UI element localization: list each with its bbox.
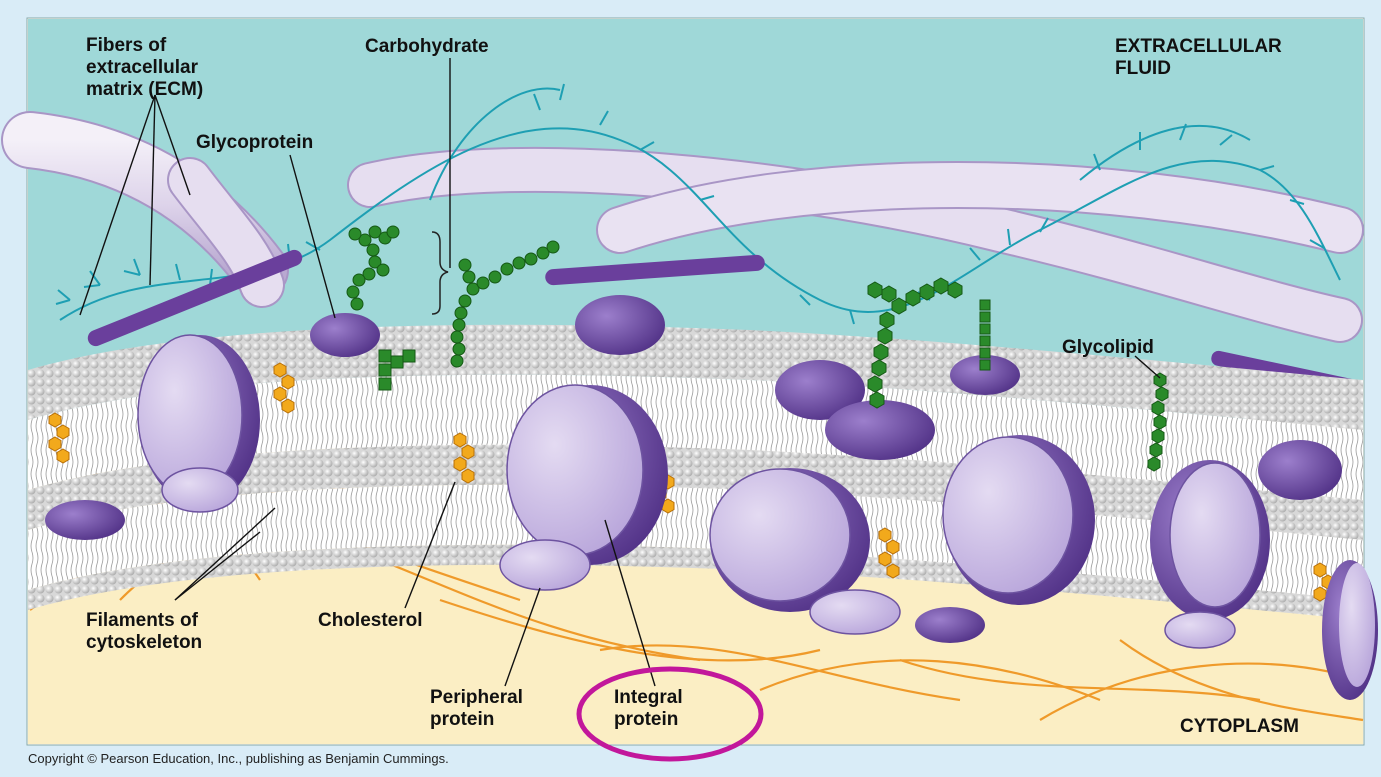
label-peripheral-protein: Peripheral protein bbox=[430, 687, 523, 731]
copyright-notice: Copyright © Pearson Education, Inc., pub… bbox=[28, 751, 449, 766]
label-integral-protein: Integral protein bbox=[614, 687, 683, 731]
label-glycoprotein: Glycoprotein bbox=[196, 132, 313, 154]
label-cytoskeleton-filaments: Filaments of cytoskeleton bbox=[86, 610, 202, 654]
label-cholesterol: Cholesterol bbox=[318, 610, 423, 632]
label-extracellular-fluid: EXTRACELLULAR FLUID bbox=[1115, 36, 1282, 80]
label-glycolipid: Glycolipid bbox=[1062, 337, 1154, 359]
label-cytoplasm: CYTOPLASM bbox=[1180, 716, 1299, 738]
label-ecm-fibers: Fibers of extracellular matrix (ECM) bbox=[86, 35, 203, 101]
label-carbohydrate: Carbohydrate bbox=[365, 36, 489, 58]
